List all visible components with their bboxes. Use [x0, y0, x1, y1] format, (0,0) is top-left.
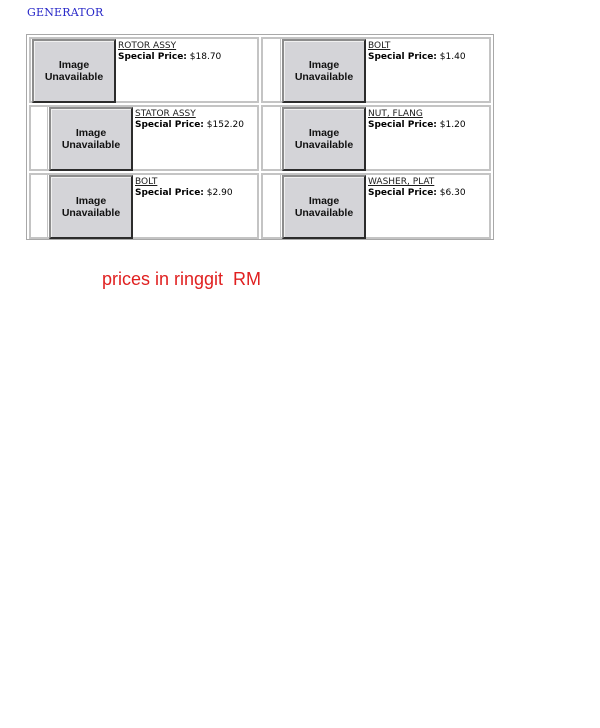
currency-note: prices in ringgit RM: [102, 269, 262, 289]
product-name-link[interactable]: WASHER, PLAT: [368, 177, 435, 187]
product-info: ROTOR ASSY Special Price: $18.70: [118, 41, 221, 63]
product-info: WASHER, PLAT Special Price: $6.30: [368, 177, 466, 199]
image-unavailable-placeholder[interactable]: Image Unavailable: [282, 39, 366, 103]
product-name-link[interactable]: STATOR ASSY: [135, 109, 196, 119]
price-label: Special Price:: [368, 188, 437, 198]
product-info: BOLT Special Price: $1.40: [368, 41, 466, 63]
cell-spacer: [31, 107, 48, 169]
price-value: $2.90: [206, 188, 233, 198]
product-info: NUT, FLANG Special Price: $1.20: [368, 109, 466, 131]
price-value: $1.20: [439, 120, 466, 130]
cell-spacer: [31, 175, 48, 237]
image-unavailable-placeholder[interactable]: Image Unavailable: [49, 107, 133, 171]
price-value: $18.70: [189, 52, 222, 62]
product-info: BOLT Special Price: $2.90: [135, 177, 233, 199]
category-title[interactable]: GENERATOR: [27, 6, 104, 19]
placeholder-line1: Image: [58, 59, 90, 71]
placeholder-line2: Unavailable: [44, 71, 104, 83]
product-name-link[interactable]: BOLT: [368, 41, 391, 51]
product-name-link[interactable]: BOLT: [135, 177, 158, 187]
price-label: Special Price:: [118, 52, 187, 62]
cell-spacer: [263, 107, 281, 169]
product-name-link[interactable]: ROTOR ASSY: [118, 41, 177, 51]
price-label: Special Price:: [135, 120, 204, 130]
cell-spacer: [263, 175, 281, 237]
price-label: Special Price:: [135, 188, 204, 198]
placeholder-line1: Image: [75, 195, 107, 207]
price-line: Special Price: $2.90: [135, 188, 233, 199]
price-label: Special Price:: [368, 120, 437, 130]
price-value: $1.40: [439, 52, 466, 62]
product-cell: Image Unavailable BOLT Special Price: $1…: [261, 37, 491, 103]
price-value: $6.30: [439, 188, 466, 198]
price-line: Special Price: $152.20: [135, 120, 244, 131]
placeholder-line2: Unavailable: [61, 139, 121, 151]
image-unavailable-placeholder[interactable]: Image Unavailable: [282, 175, 366, 239]
product-cell: Image Unavailable ROTOR ASSY Special Pri…: [29, 37, 259, 103]
products-grid: Image Unavailable ROTOR ASSY Special Pri…: [26, 34, 494, 240]
price-line: Special Price: $1.20: [368, 120, 466, 131]
placeholder-line1: Image: [75, 127, 107, 139]
product-cell: Image Unavailable WASHER, PLAT Special P…: [261, 173, 491, 239]
product-cell: Image Unavailable BOLT Special Price: $2…: [29, 173, 259, 239]
price-line: Special Price: $18.70: [118, 52, 221, 63]
placeholder-line2: Unavailable: [61, 207, 121, 219]
product-cell: Image Unavailable NUT, FLANG Special Pri…: [261, 105, 491, 171]
price-line: Special Price: $1.40: [368, 52, 466, 63]
image-unavailable-placeholder[interactable]: Image Unavailable: [282, 107, 366, 171]
placeholder-line2: Unavailable: [294, 71, 354, 83]
placeholder-line2: Unavailable: [294, 207, 354, 219]
placeholder-line1: Image: [308, 59, 340, 71]
price-value: $152.20: [206, 120, 244, 130]
cell-spacer: [263, 39, 281, 101]
image-unavailable-placeholder[interactable]: Image Unavailable: [32, 39, 116, 103]
price-line: Special Price: $6.30: [368, 188, 466, 199]
placeholder-line1: Image: [308, 127, 340, 139]
price-label: Special Price:: [368, 52, 437, 62]
product-info: STATOR ASSY Special Price: $152.20: [135, 109, 244, 131]
image-unavailable-placeholder[interactable]: Image Unavailable: [49, 175, 133, 239]
product-cell: Image Unavailable STATOR ASSY Special Pr…: [29, 105, 259, 171]
product-name-link[interactable]: NUT, FLANG: [368, 109, 423, 119]
placeholder-line1: Image: [308, 195, 340, 207]
placeholder-line2: Unavailable: [294, 139, 354, 151]
